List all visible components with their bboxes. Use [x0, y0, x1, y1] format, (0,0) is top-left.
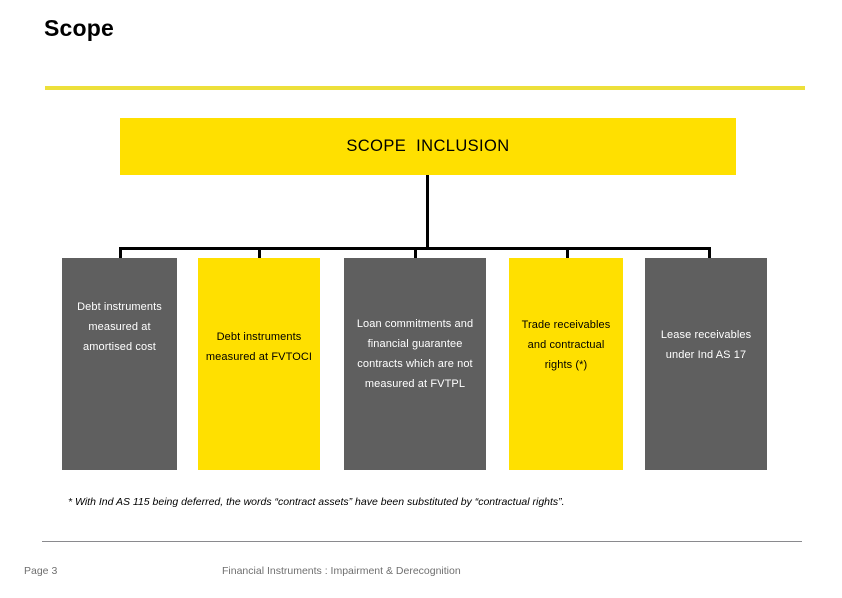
connector-stub-1	[119, 247, 122, 259]
scope-item-label: Trade receivables and contractual rights…	[521, 318, 611, 371]
scope-item-debt-instruments-amortised-cost: Debt instruments measured at amortised c…	[62, 258, 177, 470]
scope-item-label: Debt instruments measured at FVTOCI	[205, 330, 313, 363]
connector-stub-2	[258, 247, 261, 259]
title-underline-rule	[45, 86, 805, 90]
connector-stub-4	[566, 247, 569, 259]
scope-item-trade-receivables-contractual-rights: Trade receivables and contractual rights…	[509, 258, 623, 470]
scope-inclusion-banner: SCOPE INCLUSION	[120, 118, 736, 175]
banner-label: SCOPE INCLUSION	[346, 137, 510, 155]
scope-item-label: Loan commitments and financial guarantee…	[356, 317, 474, 391]
footer-divider	[42, 541, 802, 542]
scope-item-label: Debt instruments measured at amortised c…	[77, 300, 162, 353]
scope-item-lease-receivables-ind-as-17: Lease receivables under Ind AS 17	[645, 258, 767, 470]
scope-item-debt-instruments-fvtoci: Debt instruments measured at FVTOCI	[198, 258, 320, 470]
page-title: Scope	[44, 15, 115, 41]
footer-page-number: Page 3	[24, 565, 58, 577]
footer-subject-label: Financial Instruments : Impairment & Der…	[222, 565, 461, 577]
scope-item-loan-commitments-financial-guarantees: Loan commitments and financial guarantee…	[344, 258, 486, 470]
connector-trunk-line	[426, 175, 429, 249]
connector-stub-5	[708, 247, 711, 259]
footnote-text: * With Ind AS 115 being deferred, the wo…	[68, 496, 565, 508]
connector-stub-3	[414, 247, 417, 259]
scope-item-label: Lease receivables under Ind AS 17	[660, 328, 752, 361]
